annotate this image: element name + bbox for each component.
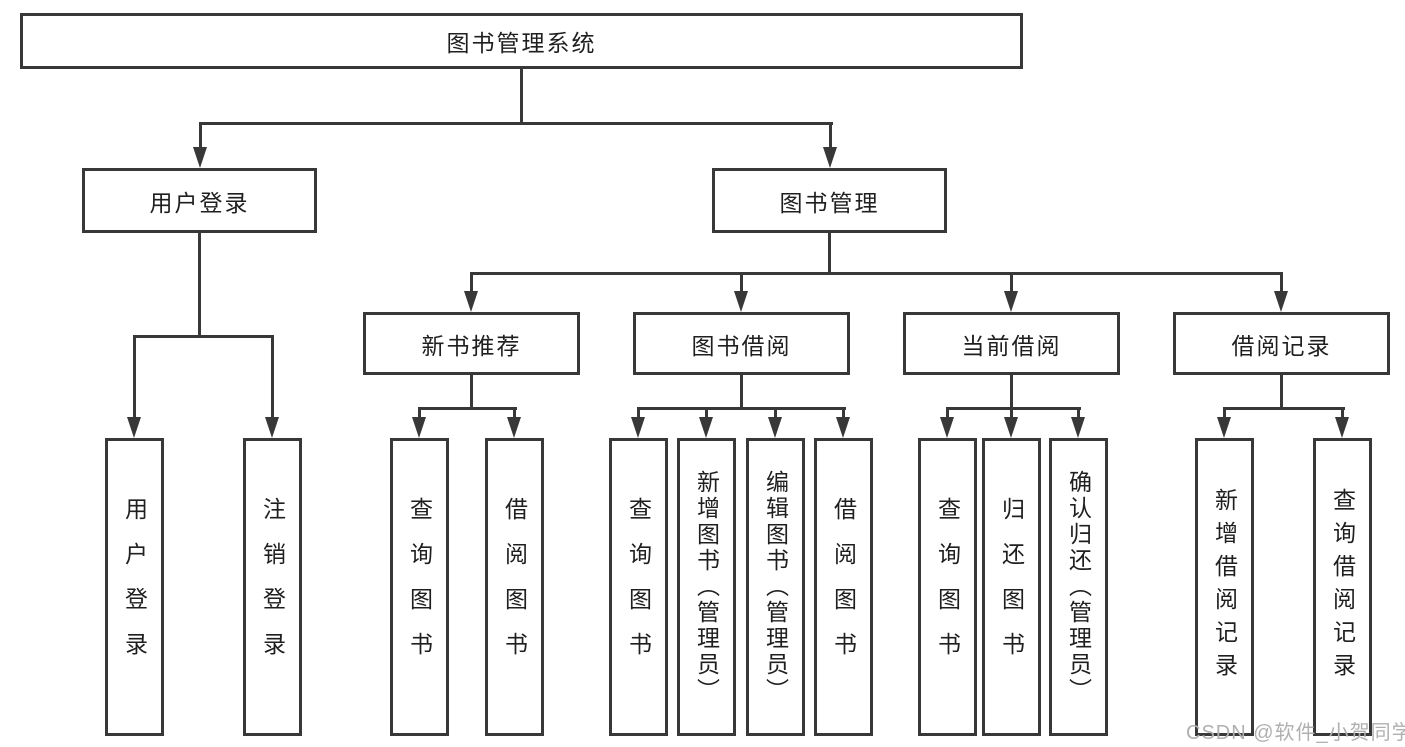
connector-root-stub	[520, 69, 523, 124]
leaf-add-borrow-record: 新增借阅记录	[1195, 438, 1254, 736]
connector-drop-leaf	[946, 407, 949, 420]
node-library-management-system: 图书管理系统	[20, 13, 1023, 69]
leaf-edit-book-admin-label: 编辑图书（管理员）	[762, 470, 789, 704]
leaf-add-book-admin-label: 新增图书（管理员）	[693, 470, 720, 704]
leaf-confirm-return-admin: 确认归还（管理员）	[1049, 438, 1108, 736]
connector-user-login-bus	[133, 335, 274, 338]
node-book-management: 图书管理	[712, 168, 947, 233]
leaf-borrow-books-1-label: 借阅图书	[501, 497, 528, 677]
leaf-query-borrow-record: 查询借阅记录	[1313, 438, 1372, 736]
connector-borrow-records-stub	[1280, 375, 1283, 410]
connector-drop-leaf	[637, 407, 640, 420]
arrow-down-icon	[836, 417, 850, 438]
connector-drop-borrow-records	[1280, 272, 1283, 293]
node-current-borrow: 当前借阅	[903, 312, 1120, 375]
connector-drop-leaf	[1077, 407, 1080, 420]
connector-drop-leaf-logout	[271, 335, 274, 419]
leaf-borrow-books-2-label: 借阅图书	[830, 497, 857, 677]
connector-drop-current-borrow	[1010, 272, 1013, 293]
leaf-query-books-3: 查询图书	[918, 438, 977, 736]
leaf-query-books-2: 查询图书	[609, 438, 668, 736]
connector-level2-bus	[199, 122, 833, 125]
connector-new-book-recommend-bus	[418, 407, 517, 410]
arrow-down-icon	[1004, 417, 1018, 438]
node-book-borrow-label: 图书借阅	[691, 332, 792, 359]
connector-drop-leaf-user-login	[133, 335, 136, 419]
connector-drop-leaf	[842, 407, 845, 420]
leaf-logout-label: 注销登录	[259, 497, 286, 677]
connector-current-borrow-bus	[946, 407, 1081, 410]
node-library-management-system-label: 图书管理系统	[446, 30, 597, 56]
arrow-down-icon	[631, 417, 645, 438]
arrow-down-icon	[940, 417, 954, 438]
connector-drop-leaf	[1341, 407, 1344, 420]
connector-drop-leaf	[774, 407, 777, 420]
leaf-return-book: 归还图书	[982, 438, 1041, 736]
leaf-query-books-3-label: 查询图书	[934, 497, 961, 677]
connector-level3-bus	[470, 272, 1283, 275]
connector-borrow-records-bus	[1223, 407, 1345, 410]
connector-drop-book-management	[829, 122, 832, 150]
connector-new-book-recommend-stub	[470, 375, 473, 410]
arrow-down-icon	[1274, 291, 1288, 312]
arrow-down-icon	[464, 291, 478, 312]
leaf-user-login-label: 用户登录	[121, 497, 148, 677]
leaf-add-book-admin: 新增图书（管理员）	[677, 438, 736, 736]
leaf-query-books-1-label: 查询图书	[406, 497, 433, 677]
leaf-query-books-2-label: 查询图书	[625, 497, 652, 677]
connector-book-borrow-stub	[740, 375, 743, 410]
node-borrow-records: 借阅记录	[1173, 312, 1390, 375]
arrow-down-icon	[265, 417, 279, 438]
leaf-logout: 注销登录	[243, 438, 302, 736]
leaf-borrow-books-1: 借阅图书	[485, 438, 544, 736]
arrow-down-icon	[127, 417, 141, 438]
node-book-management-label: 图书管理	[779, 189, 880, 216]
leaf-edit-book-admin: 编辑图书（管理员）	[746, 438, 805, 736]
connector-drop-leaf	[1010, 407, 1013, 420]
node-new-book-recommend-label: 新书推荐	[421, 332, 522, 359]
arrow-down-icon	[1071, 417, 1085, 438]
connector-current-borrow-stub	[1010, 375, 1013, 410]
watermark: CSDN @软件_小贺同学	[1186, 722, 1405, 744]
leaf-query-borrow-record-label: 查询借阅记录	[1329, 488, 1356, 686]
leaf-user-login: 用户登录	[105, 438, 164, 736]
node-user-login-label: 用户登录	[149, 189, 250, 216]
arrow-down-icon	[193, 147, 207, 168]
connector-drop-leaf	[1223, 407, 1226, 420]
arrow-down-icon	[1217, 417, 1231, 438]
leaf-query-books-1: 查询图书	[390, 438, 449, 736]
node-book-borrow: 图书借阅	[633, 312, 850, 375]
arrow-down-icon	[1004, 291, 1018, 312]
node-borrow-records-label: 借阅记录	[1231, 332, 1332, 359]
connector-drop-new-book-recommend	[470, 272, 473, 293]
connector-drop-leaf	[418, 407, 421, 420]
leaf-confirm-return-admin-label: 确认归还（管理员）	[1065, 470, 1092, 704]
arrow-down-icon	[507, 417, 521, 438]
connector-drop-user-login	[199, 122, 202, 150]
connector-book-borrow-bus	[637, 407, 846, 410]
connector-book-management-stub	[828, 233, 831, 275]
arrow-down-icon	[1335, 417, 1349, 438]
connector-drop-book-borrow	[740, 272, 743, 293]
node-current-borrow-label: 当前借阅	[961, 332, 1062, 359]
arrow-down-icon	[699, 417, 713, 438]
connector-user-login-stub	[198, 233, 201, 337]
arrow-down-icon	[412, 417, 426, 438]
node-user-login: 用户登录	[82, 168, 317, 233]
node-new-book-recommend: 新书推荐	[363, 312, 580, 375]
leaf-borrow-books-2: 借阅图书	[814, 438, 873, 736]
connector-drop-leaf	[513, 407, 516, 420]
arrow-down-icon	[768, 417, 782, 438]
arrow-down-icon	[734, 291, 748, 312]
leaf-add-borrow-record-label: 新增借阅记录	[1211, 488, 1238, 686]
leaf-return-book-label: 归还图书	[998, 497, 1025, 677]
connector-drop-leaf	[705, 407, 708, 420]
arrow-down-icon	[823, 147, 837, 168]
